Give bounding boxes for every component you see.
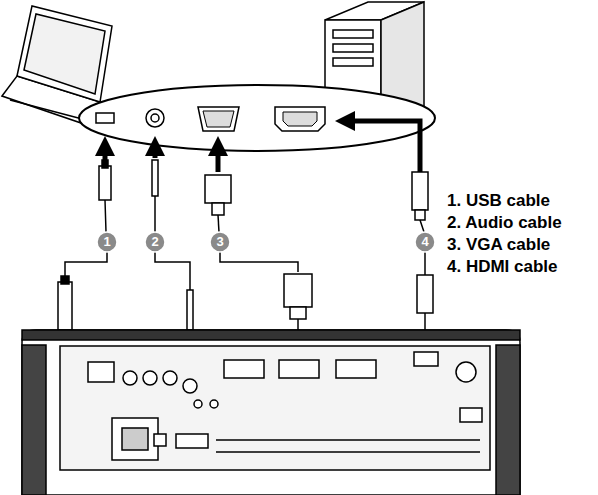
cable-plugs (99, 160, 428, 220)
port-callout (79, 85, 435, 151)
legend-line: 4. HDMI cable (447, 256, 558, 278)
callout-number: 2 (145, 232, 165, 252)
legend-line: 1. USB cable (447, 190, 550, 212)
lower-plugs (58, 274, 433, 330)
callout-circles (97, 232, 435, 252)
projector (22, 330, 520, 495)
callout-number: 3 (210, 232, 230, 252)
legend-line: 3. VGA cable (447, 234, 550, 256)
callout-number: 1 (97, 232, 117, 252)
callout-number: 4 (415, 232, 435, 252)
legend-line: 2. Audio cable (447, 212, 562, 234)
